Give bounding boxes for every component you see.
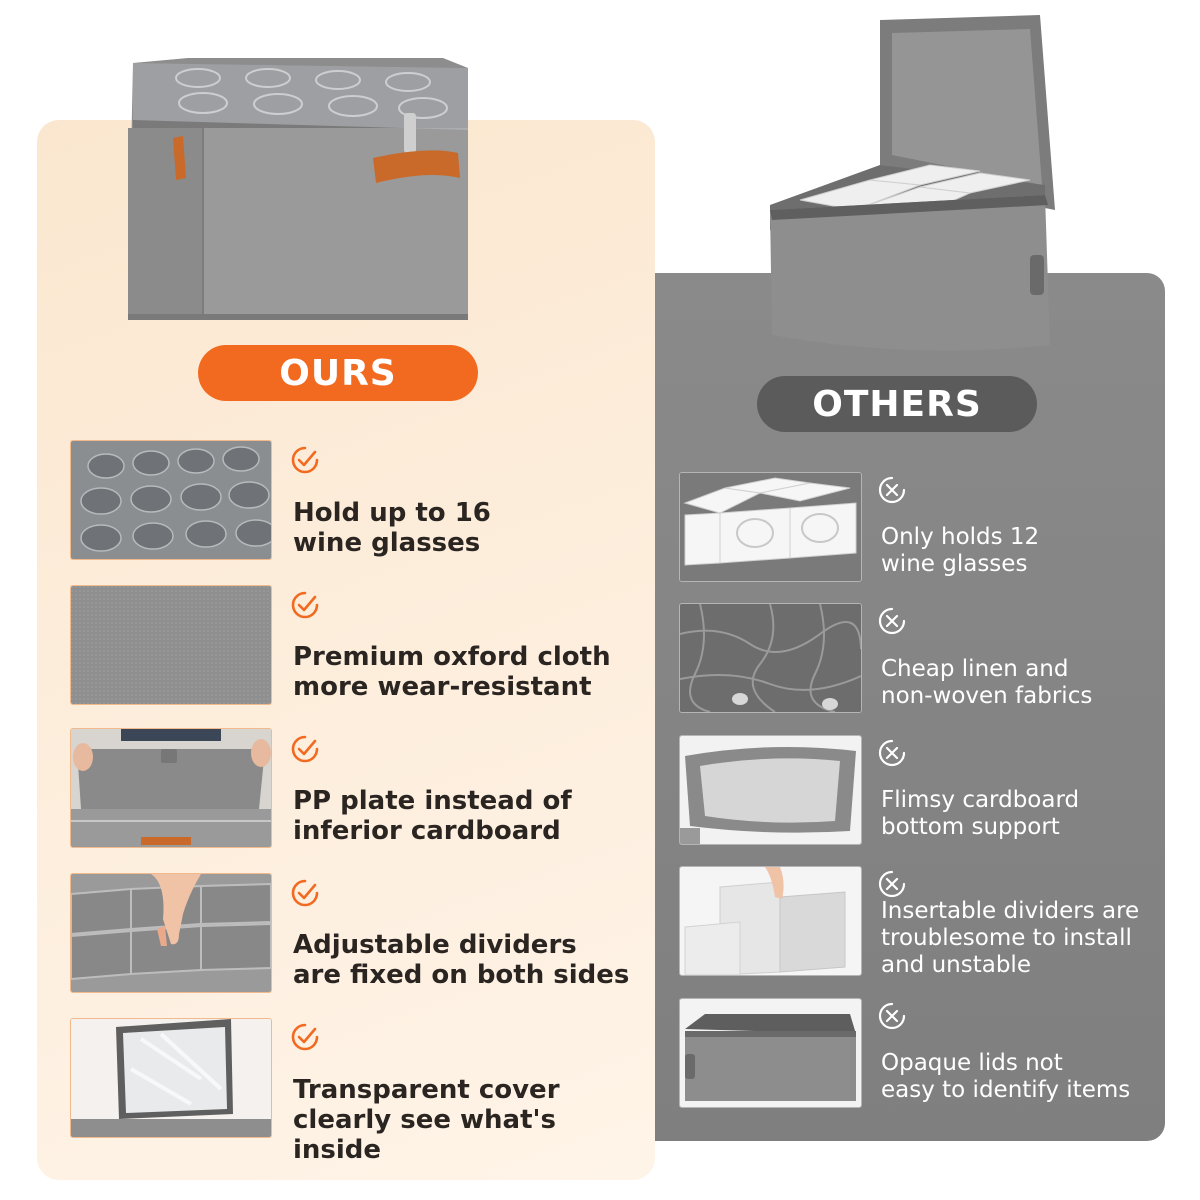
ours-pp-plate-image xyxy=(70,728,272,848)
x-circle-icon xyxy=(878,870,906,898)
others-feature-fabric: Cheap linen and non-woven fabrics xyxy=(881,656,1093,709)
check-circle-icon xyxy=(291,1023,319,1051)
ours-badge: OURS xyxy=(198,345,478,401)
x-circle-icon xyxy=(878,739,906,767)
ours-oxford-cloth-image xyxy=(70,585,272,705)
ours-dividers-image xyxy=(70,873,272,993)
check-circle-icon xyxy=(291,591,319,619)
check-circle-icon xyxy=(291,446,319,474)
others-cardboard-bottom-image xyxy=(679,735,862,845)
others-linen-fabric-image xyxy=(679,603,862,713)
others-storage-box-image xyxy=(770,15,1055,351)
ours-feature-plate: PP plate instead of inferior cardboard xyxy=(293,786,572,846)
ours-feature-capacity: Hold up to 16 wine glasses xyxy=(293,498,491,558)
others-glass-grid-image xyxy=(679,472,862,582)
others-badge: OTHERS xyxy=(757,376,1037,432)
ours-feature-dividers: Adjustable dividers are fixed on both si… xyxy=(293,930,630,990)
x-circle-icon xyxy=(878,607,906,635)
ours-storage-box-image xyxy=(128,58,468,320)
ours-feature-cloth: Premium oxford cloth more wear-resistant xyxy=(293,642,611,702)
check-circle-icon xyxy=(291,735,319,763)
others-feature-capacity: Only holds 12 wine glasses xyxy=(881,524,1040,577)
ours-feature-cover: Transparent cover clearly see what's ins… xyxy=(293,1075,560,1165)
others-feature-bottom: Flimsy cardboard bottom support xyxy=(881,787,1080,840)
x-circle-icon xyxy=(878,1002,906,1030)
others-feature-dividers: Insertable dividers are troublesome to i… xyxy=(881,898,1140,978)
check-circle-icon xyxy=(291,879,319,907)
others-opaque-lid-image xyxy=(679,998,862,1108)
others-feature-lid: Opaque lids not easy to identify items xyxy=(881,1050,1131,1103)
ours-glass-grid-image xyxy=(70,440,272,560)
others-insert-dividers-image xyxy=(679,866,862,976)
x-circle-icon xyxy=(878,476,906,504)
ours-transparent-cover-image xyxy=(70,1018,272,1138)
